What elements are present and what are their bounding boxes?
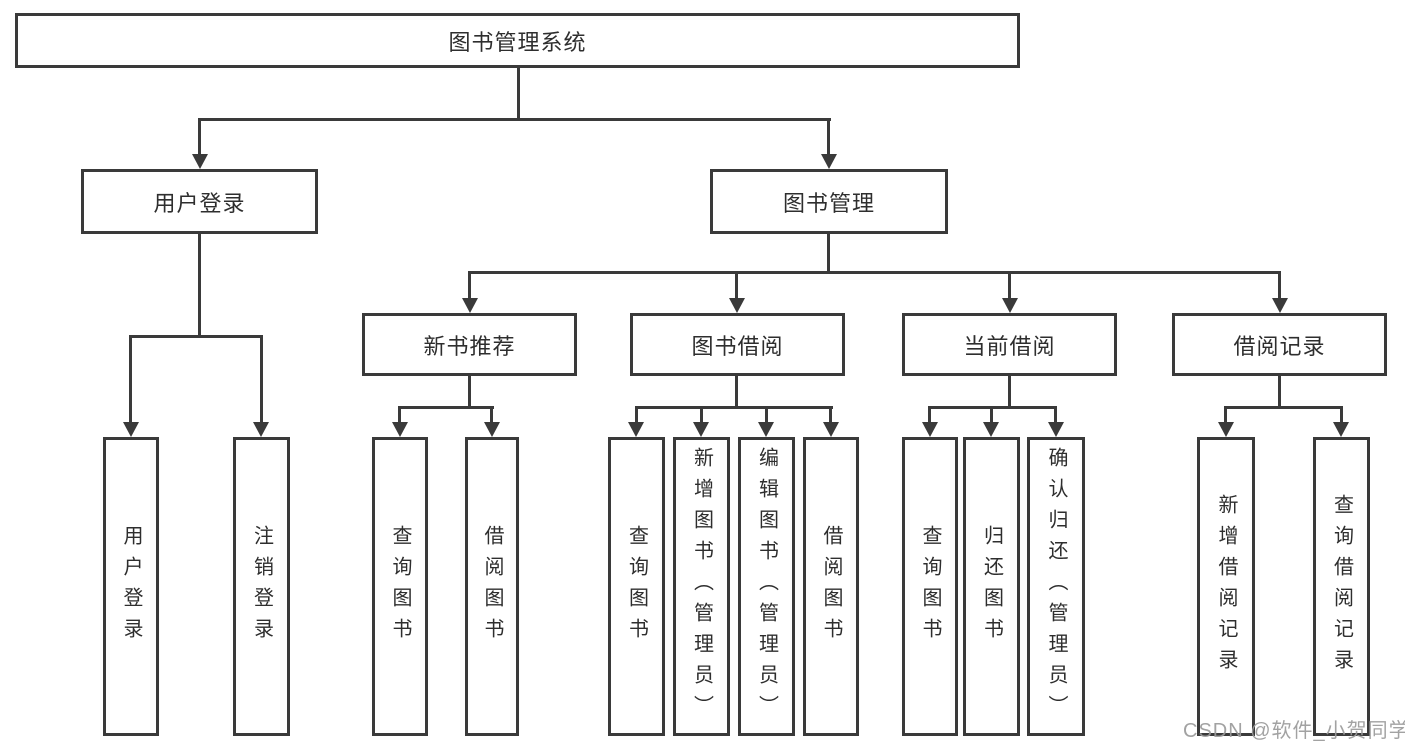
- connector-line: [517, 68, 520, 118]
- arrow-down-icon: [821, 154, 837, 169]
- leaf-current-query-books-label: 查询图书: [919, 524, 941, 649]
- arrow-down-icon: [922, 422, 938, 437]
- connector-line: [198, 118, 831, 121]
- connector-line: [129, 335, 132, 424]
- leaf-recommend-borrow-books: 借阅图书: [465, 437, 519, 736]
- arrow-down-icon: [823, 422, 839, 437]
- connector-line: [735, 376, 738, 408]
- connector-line: [1008, 376, 1011, 408]
- connector-line: [398, 406, 401, 424]
- arrow-down-icon: [253, 422, 269, 437]
- leaf-user-login: 用户登录: [103, 437, 159, 736]
- arrow-down-icon: [1333, 422, 1349, 437]
- connector-line: [928, 406, 931, 424]
- leaf-query-borrow-record: 查询借阅记录: [1313, 437, 1370, 736]
- leaf-current-query-books: 查询图书: [902, 437, 958, 736]
- csdn-watermark: CSDN @软件_小贺同学: [1183, 720, 1405, 742]
- connector-line: [1278, 271, 1281, 300]
- leaf-return-book: 归还图书: [963, 437, 1020, 736]
- node-book-borrowing: 图书借阅: [630, 313, 845, 376]
- connector-line: [1224, 406, 1343, 409]
- node-borrowing-records: 借阅记录: [1172, 313, 1387, 376]
- node-book-management-label: 图书管理: [782, 190, 875, 216]
- connector-line: [260, 335, 263, 424]
- leaf-edit-book-admin: 编辑图书（管理员）: [738, 437, 795, 736]
- connector-line: [635, 406, 833, 409]
- leaf-add-borrow-record: 新增借阅记录: [1197, 437, 1255, 736]
- arrow-down-icon: [628, 422, 644, 437]
- arrow-down-icon: [1048, 422, 1064, 437]
- leaf-return-book-label: 归还图书: [980, 524, 1003, 649]
- connector-line: [398, 406, 494, 409]
- arrow-down-icon: [729, 298, 745, 313]
- connector-line: [1340, 406, 1343, 424]
- connector-line: [765, 406, 768, 424]
- node-current-borrowing-label: 当前借阅: [963, 333, 1056, 359]
- connector-line: [700, 406, 703, 424]
- connector-line: [635, 406, 638, 424]
- leaf-borrowing-query-books-label: 查询图书: [625, 524, 648, 649]
- connector-line: [735, 271, 738, 300]
- node-borrowing-records-label: 借阅记录: [1233, 333, 1326, 359]
- node-user-login: 用户登录: [81, 169, 318, 234]
- connector-line: [129, 335, 263, 338]
- node-root: 图书管理系统: [15, 13, 1020, 68]
- arrow-down-icon: [123, 422, 139, 437]
- connector-line: [1054, 406, 1057, 424]
- node-new-book-recommend: 新书推荐: [362, 313, 577, 376]
- leaf-confirm-return-admin: 确认归还（管理员）: [1027, 437, 1085, 736]
- arrow-down-icon: [693, 422, 709, 437]
- arrow-down-icon: [758, 422, 774, 437]
- leaf-recommend-borrow-books-label: 借阅图书: [481, 524, 503, 649]
- leaf-add-book-admin: 新增图书（管理员）: [673, 437, 730, 736]
- leaf-logout: 注销登录: [233, 437, 290, 736]
- connector-line: [198, 234, 201, 337]
- connector-line: [829, 406, 832, 424]
- arrow-down-icon: [1272, 298, 1288, 313]
- leaf-borrow-books: 借阅图书: [803, 437, 859, 736]
- connector-line: [1278, 376, 1281, 408]
- connector-line: [468, 376, 471, 408]
- leaf-borrow-books-label: 借阅图书: [820, 524, 842, 649]
- arrow-down-icon: [1218, 422, 1234, 437]
- arrow-down-icon: [392, 422, 408, 437]
- leaf-borrowing-query-books: 查询图书: [608, 437, 665, 736]
- connector-line: [990, 406, 993, 424]
- leaf-recommend-query-books: 查询图书: [372, 437, 428, 736]
- connector-line: [468, 271, 1281, 274]
- node-book-management: 图书管理: [710, 169, 948, 234]
- leaf-edit-book-admin-label: 编辑图书（管理员）: [755, 447, 778, 726]
- connector-line: [198, 118, 201, 156]
- connector-line: [490, 406, 493, 424]
- leaf-add-book-admin-label: 新增图书（管理员）: [690, 447, 713, 726]
- arrow-down-icon: [192, 154, 208, 169]
- leaf-user-login-label: 用户登录: [120, 524, 142, 649]
- connector-line: [1008, 271, 1011, 300]
- node-user-login-label: 用户登录: [153, 190, 246, 216]
- arrow-down-icon: [484, 422, 500, 437]
- connector-line: [827, 118, 830, 156]
- leaf-logout-label: 注销登录: [250, 524, 273, 649]
- leaf-query-borrow-record-label: 查询借阅记录: [1330, 493, 1353, 680]
- connector-line: [827, 234, 830, 273]
- arrow-down-icon: [1002, 298, 1018, 313]
- node-root-label: 图书管理系统: [448, 29, 587, 55]
- arrow-down-icon: [983, 422, 999, 437]
- node-current-borrowing: 当前借阅: [902, 313, 1117, 376]
- leaf-confirm-return-admin-label: 确认归还（管理员）: [1045, 447, 1067, 726]
- leaf-recommend-query-books-label: 查询图书: [389, 524, 411, 649]
- arrow-down-icon: [462, 298, 478, 313]
- connector-line: [468, 271, 471, 300]
- node-book-borrowing-label: 图书借阅: [691, 333, 784, 359]
- leaf-add-borrow-record-label: 新增借阅记录: [1215, 493, 1237, 680]
- node-new-book-recommend-label: 新书推荐: [423, 333, 516, 359]
- connector-line: [1224, 406, 1227, 424]
